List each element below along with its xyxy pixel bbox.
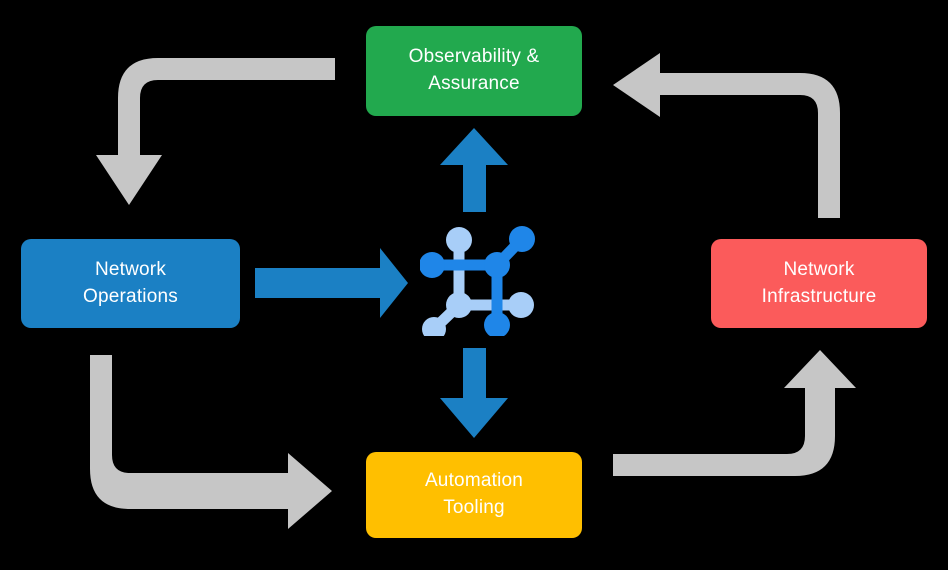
node-network-operations[interactable]: Network Operations: [21, 239, 240, 328]
arrow-center-to-observability: [440, 128, 508, 212]
arrow-center-to-automation: [440, 348, 508, 438]
arrow-automation-to-netinfra: [613, 350, 856, 476]
network-topology-icon: [420, 226, 535, 336]
node-automation-tooling[interactable]: Automation Tooling: [366, 452, 582, 538]
arrow-netops-to-center: [255, 248, 408, 318]
node-observability-assurance[interactable]: Observability & Assurance: [366, 26, 582, 116]
node-network-infrastructure[interactable]: Network Infrastructure: [711, 239, 927, 328]
topology-nodes-secondary: [422, 227, 534, 336]
arrow-netops-to-automation: [90, 355, 332, 529]
arrow-netinfra-to-observability: [613, 53, 840, 218]
arrow-observability-to-netops: [96, 58, 335, 205]
topology-nodes-primary: [420, 226, 535, 336]
